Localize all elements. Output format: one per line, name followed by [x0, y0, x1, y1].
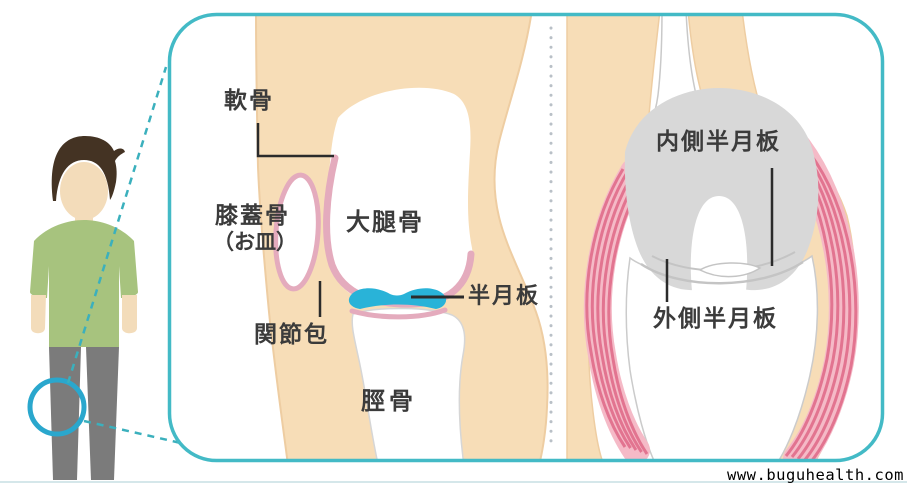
label-lateral-meniscus: 外側半月板	[653, 306, 778, 332]
knee-side-view	[254, 16, 549, 459]
watermark-text: www.buguhealth.com	[727, 466, 904, 484]
tibia-cartilage-line	[349, 307, 448, 320]
callout-lines	[256, 123, 774, 317]
label-patella: 膝蓋骨	[215, 203, 290, 229]
person-right-arm	[122, 295, 137, 334]
person-right-leg	[86, 347, 119, 480]
label-tibia: 脛骨	[361, 387, 417, 415]
magnified-panel	[167, 12, 885, 463]
panel-border	[167, 12, 885, 463]
label-meniscus: 半月板	[468, 284, 541, 309]
person-left-arm	[31, 295, 46, 334]
label-medial-meniscus: 内側半月板	[656, 129, 781, 155]
label-cartilage: 軟骨	[224, 88, 274, 114]
femoral-condyle-shape	[624, 88, 819, 291]
patella-shape	[273, 172, 321, 292]
meniscus-shape	[348, 288, 447, 309]
label-joint-capsule: 関節包	[254, 322, 329, 348]
medial-ligament-band	[583, 158, 650, 459]
person-figure	[30, 136, 138, 480]
zoom-leader-line-top	[66, 66, 168, 384]
bottom-edge-line	[0, 481, 907, 483]
zoom-leader-line-bottom	[83, 419, 261, 463]
cartilage-callout-line	[256, 123, 334, 158]
label-patella-alt: （お皿）	[213, 230, 297, 254]
person-face	[60, 162, 108, 220]
person-left-leg	[49, 347, 81, 480]
person-shirt	[30, 220, 138, 347]
femur-shape	[325, 87, 473, 306]
label-femur: 大腿骨	[346, 208, 424, 236]
person-hair	[51, 136, 126, 201]
front-meniscus-lines	[640, 251, 804, 285]
knee-highlight-circle	[27, 377, 87, 437]
